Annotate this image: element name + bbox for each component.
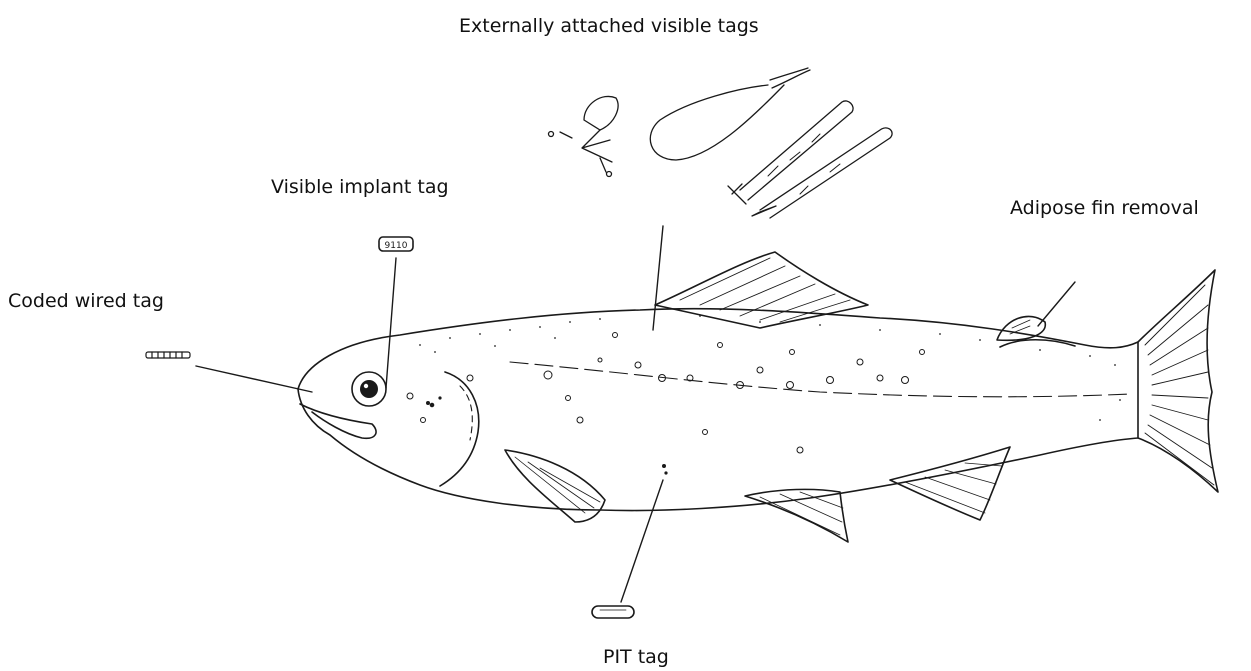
gill-cover <box>440 372 479 486</box>
external-tags-icons <box>549 68 893 218</box>
dorsal-fin <box>655 252 868 328</box>
mouth <box>300 404 376 438</box>
pit-leader <box>621 480 663 602</box>
pit-tag-label: PIT tag <box>603 648 669 667</box>
implant-tag-code: 9110 <box>385 241 408 251</box>
lateral-line <box>510 362 1130 397</box>
disc-tag-icon <box>549 96 619 176</box>
adipose-fin-label: Adipose fin removal <box>1010 199 1199 218</box>
adipose-leader <box>1038 282 1075 326</box>
external-tags-label: Externally attached visible tags <box>459 17 759 36</box>
tail-fin <box>1138 270 1218 492</box>
body-outline <box>298 309 1138 511</box>
loop-tag-icon <box>650 68 810 160</box>
dart-tag-icon <box>728 101 853 204</box>
external-leader <box>653 226 663 330</box>
coded-wire-tag-icon <box>146 352 190 358</box>
spaghetti-tag-icon <box>752 128 892 218</box>
implant-tag-label: Visible implant tag <box>271 178 449 197</box>
pit-tag-icon <box>592 606 634 618</box>
coded-wire-leader <box>196 366 312 392</box>
implant-leader <box>386 258 396 388</box>
trout-illustration <box>298 252 1218 542</box>
visible-implant-tag-icon: 9110 <box>379 237 413 251</box>
coded-wire-tag-label: Coded wired tag <box>8 292 164 311</box>
